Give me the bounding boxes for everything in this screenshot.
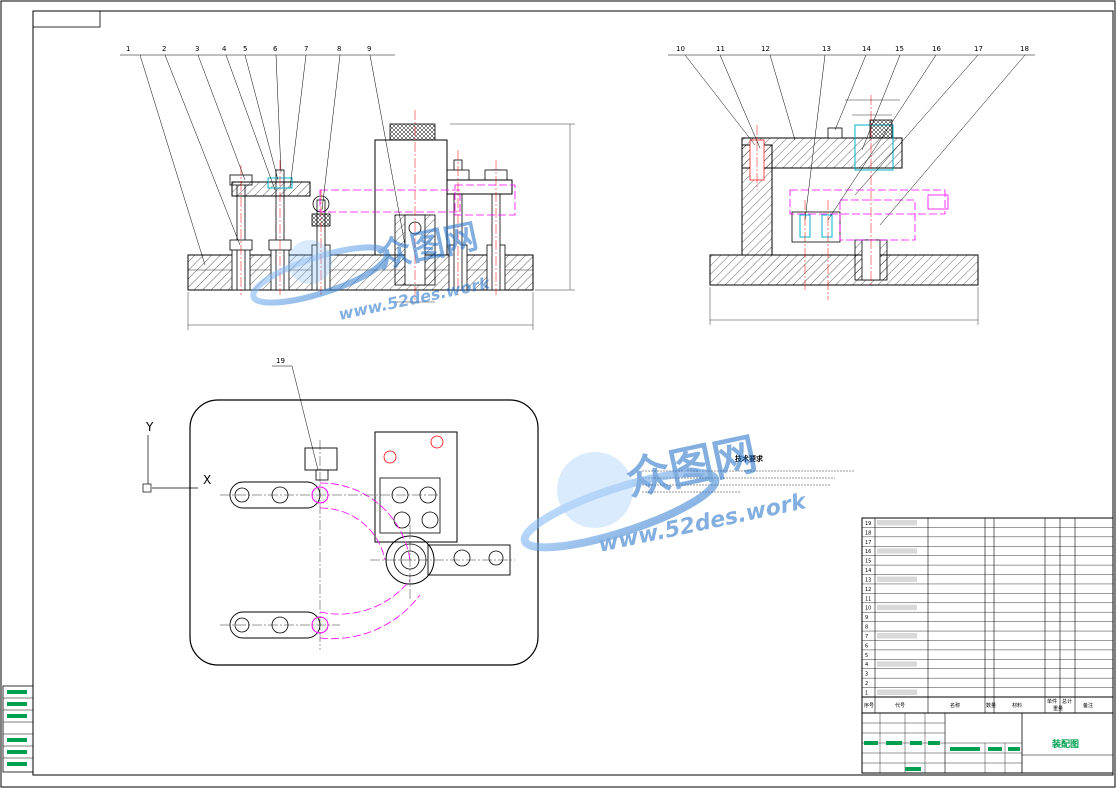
balloon-19: 19: [276, 357, 285, 365]
balloon-4: 4: [222, 45, 227, 53]
bom-row-seq: 10: [865, 606, 871, 612]
bom-row-seq: 13: [865, 577, 871, 583]
bom-row-code-cell: [877, 576, 917, 582]
axis-indicator: Y X: [142, 420, 211, 493]
bom-header-qty: 数量: [986, 702, 996, 709]
balloon-5: 5: [243, 45, 247, 53]
balloon-11: 11: [716, 45, 725, 53]
bom-row-seq: 9: [865, 615, 868, 621]
side-balloons: 10 11 12 13 14 15 16 17 18: [668, 45, 1035, 226]
bom-row-seq: 14: [865, 568, 871, 574]
balloon-12: 12: [761, 45, 770, 53]
axis-y-label: Y: [145, 420, 154, 434]
balloon-17: 17: [974, 45, 983, 53]
drawing-title: 装配图: [1051, 738, 1079, 750]
bom-row-seq: 3: [865, 672, 868, 678]
balloon-8: 8: [337, 45, 341, 53]
bom-row-code-cell: [877, 661, 917, 667]
balloon-1: 1: [126, 45, 130, 53]
bom-row-seq: 11: [865, 596, 871, 602]
drawing-frame: [32, 10, 1114, 776]
balloon-2: 2: [162, 45, 166, 53]
bom-row-seq: 18: [865, 530, 871, 536]
balloon-18: 18: [1020, 45, 1029, 53]
bom-table: 19 18 17 16 15 14 13 12 11 10 9 8 7 6 5 4 3 2 1 序号 代号 名称 数…: [861, 517, 1114, 714]
balloon-13: 13: [822, 45, 831, 53]
bom-row-code-cell: [877, 633, 917, 639]
bom-row-seq: 2: [865, 681, 868, 687]
side-view: [709, 95, 979, 325]
bom-row-seq: 8: [865, 625, 868, 631]
bom-row-code-cell: [877, 520, 917, 526]
balloon-7: 7: [304, 45, 308, 53]
bom-header-single: 单件: [1047, 698, 1057, 705]
balloon-10: 10: [676, 45, 685, 53]
corner-label-box: [32, 10, 101, 28]
balloon-6: 6: [273, 45, 278, 53]
bom-row-seq: 19: [865, 521, 871, 527]
balloon-3: 3: [195, 45, 199, 53]
bom-row-code-cell: [877, 689, 917, 695]
tech-requirements-title: 技术要求: [735, 454, 764, 463]
bom-row-seq: 4: [865, 662, 868, 668]
bom-header-material: 材料: [1012, 702, 1022, 709]
front-balloons: 1 2 3 4 5 6 7 8 9: [120, 45, 406, 266]
watermark-2: 众图网 www.52des.work: [520, 428, 810, 558]
bom-row-code-cell: [877, 548, 917, 554]
balloon-15: 15: [895, 45, 904, 53]
bom-row-seq: 17: [865, 540, 871, 546]
bom-header-name: 名称: [950, 702, 960, 709]
watermark-2-brand: 众图网: [622, 428, 762, 505]
bom-row-seq: 7: [865, 634, 868, 640]
bom-row-seq: 16: [865, 549, 871, 555]
left-binding-table: [2, 685, 34, 773]
tech-requirements: 技术要求: [642, 454, 855, 493]
top-view: 19: [189, 357, 539, 666]
bom-header-weight: 重量: [1053, 705, 1063, 712]
balloon-9: 9: [367, 45, 371, 53]
bom-header-seq: 序号: [864, 702, 874, 709]
balloon-16: 16: [932, 45, 941, 53]
bom-row-seq: 5: [865, 653, 868, 659]
bom-row-seq: 12: [865, 587, 871, 593]
axis-x-label: X: [203, 473, 211, 487]
balloon-14: 14: [862, 45, 871, 53]
bom-header-code: 代号: [895, 702, 905, 709]
bom-row-seq: 1: [865, 691, 868, 697]
bom-row-code-cell: [877, 604, 917, 611]
bom-header-total: 总计: [1062, 698, 1072, 705]
bom-row-seq: 15: [865, 559, 871, 565]
bom-header-remark: 备注: [1083, 702, 1093, 709]
front-view: [187, 110, 575, 330]
bom-row-seq: 6: [865, 643, 868, 649]
title-block: 装配图: [861, 712, 1114, 774]
